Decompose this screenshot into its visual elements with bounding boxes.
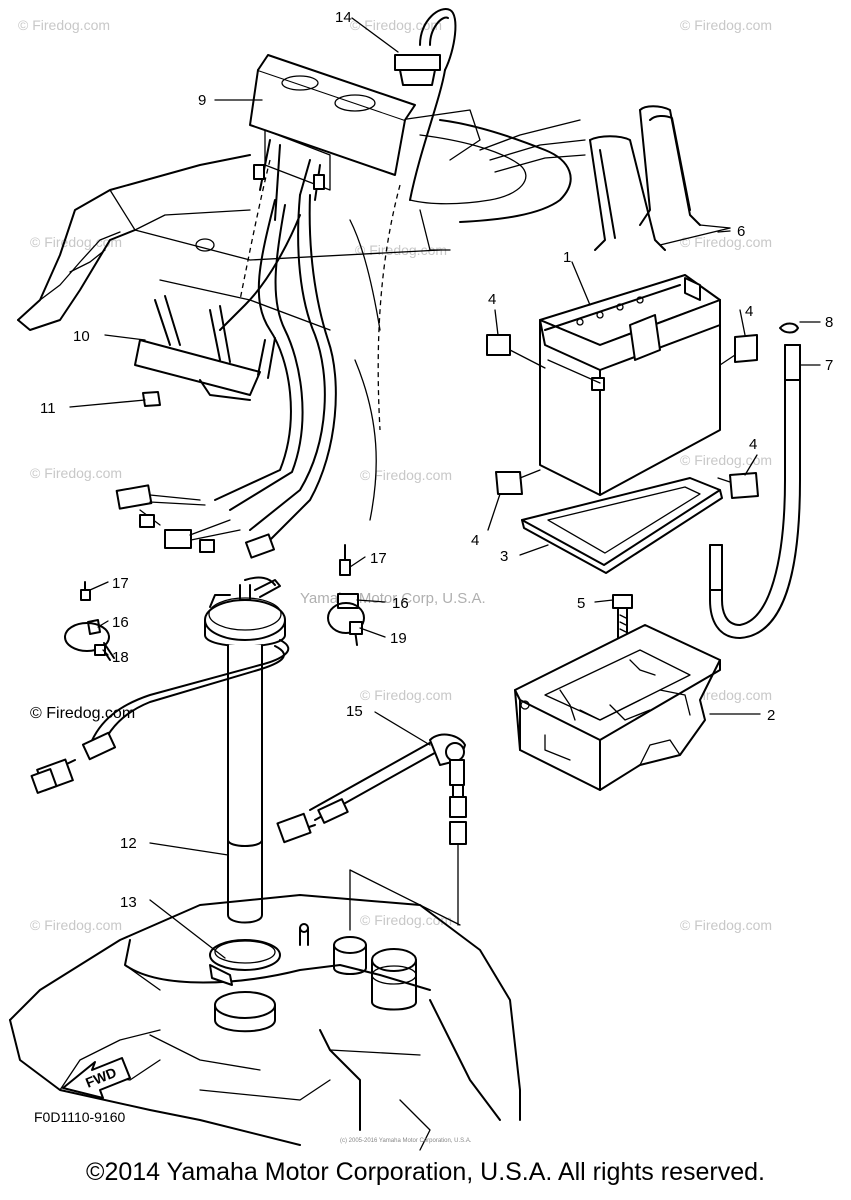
callout-14: 14 bbox=[335, 9, 352, 26]
callout-12: 12 bbox=[120, 835, 137, 852]
fuel-tank bbox=[9, 894, 521, 1151]
battery bbox=[539, 274, 721, 496]
watermark: © Firedog.com bbox=[30, 234, 122, 250]
tiny-credit: (c) 2005-2016 Yamaha Motor Corporation, … bbox=[340, 1138, 472, 1144]
callout-4: 4 bbox=[749, 436, 757, 453]
callout-3: 3 bbox=[500, 548, 508, 565]
leader-lines bbox=[69, 17, 821, 959]
watermark: © Firedog.com bbox=[680, 452, 772, 468]
callout-17: 17 bbox=[370, 550, 387, 567]
wiring-harness bbox=[115, 194, 377, 559]
sensor-lead bbox=[276, 733, 467, 931]
callout-10: 10 bbox=[73, 328, 90, 345]
callouts: 14 9 1 6 8 7 4 4 4 4 3 5 2 10 11 17 16 1… bbox=[40, 9, 833, 911]
watermark: © Firedog.com bbox=[355, 242, 447, 258]
bracket bbox=[134, 295, 276, 407]
callout-17: 17 bbox=[112, 575, 129, 592]
clamp-right bbox=[327, 544, 365, 646]
callout-7: 7 bbox=[825, 357, 833, 374]
callout-1: 1 bbox=[563, 249, 571, 266]
callout-6: 6 bbox=[737, 223, 745, 240]
clamp-left bbox=[64, 581, 115, 661]
callout-19: 19 bbox=[390, 630, 407, 647]
callout-4: 4 bbox=[471, 532, 479, 549]
watermark: © Firedog.com bbox=[680, 234, 772, 250]
watermark-firedog-dark: © Firedog.com bbox=[30, 705, 135, 722]
battery-mat bbox=[521, 477, 723, 574]
callout-2: 2 bbox=[767, 707, 775, 724]
watermark: © Firedog.com bbox=[360, 687, 452, 703]
callout-5: 5 bbox=[577, 595, 585, 612]
watermark: © Firedog.com bbox=[30, 917, 122, 933]
fwd-arrow: FWD bbox=[62, 1057, 131, 1099]
battery-band bbox=[589, 105, 731, 251]
breather-pipe bbox=[709, 322, 801, 639]
cap bbox=[394, 8, 457, 201]
callout-18: 18 bbox=[112, 649, 129, 666]
callout-15: 15 bbox=[346, 703, 363, 720]
callout-4: 4 bbox=[745, 303, 753, 320]
callout-8: 8 bbox=[825, 314, 833, 331]
callout-4: 4 bbox=[488, 291, 496, 308]
callout-11: 11 bbox=[40, 400, 56, 417]
pad bbox=[486, 334, 759, 499]
watermark: © Firedog.com bbox=[680, 17, 772, 33]
callout-13: 13 bbox=[120, 894, 137, 911]
callout-16: 16 bbox=[112, 614, 129, 631]
battery-box bbox=[514, 624, 721, 791]
meter bbox=[249, 54, 416, 221]
diagram-code: F0D1110-9160 bbox=[34, 1109, 126, 1125]
watermark: © Firedog.com bbox=[360, 912, 452, 928]
watermark: © Firedog.com bbox=[30, 465, 122, 481]
copyright-notice: ©2014 Yamaha Motor Corporation, U.S.A. A… bbox=[86, 1158, 765, 1186]
watermark: © Firedog.com bbox=[18, 17, 110, 33]
callout-16: 16 bbox=[392, 595, 409, 612]
watermark: © Firedog.com bbox=[680, 917, 772, 933]
watermark: © Firedog.com bbox=[360, 467, 452, 483]
fuel-sender bbox=[30, 576, 290, 924]
callout-9: 9 bbox=[198, 92, 206, 109]
watermark: © Firedog.com bbox=[350, 17, 442, 33]
deck-outline bbox=[17, 109, 586, 431]
